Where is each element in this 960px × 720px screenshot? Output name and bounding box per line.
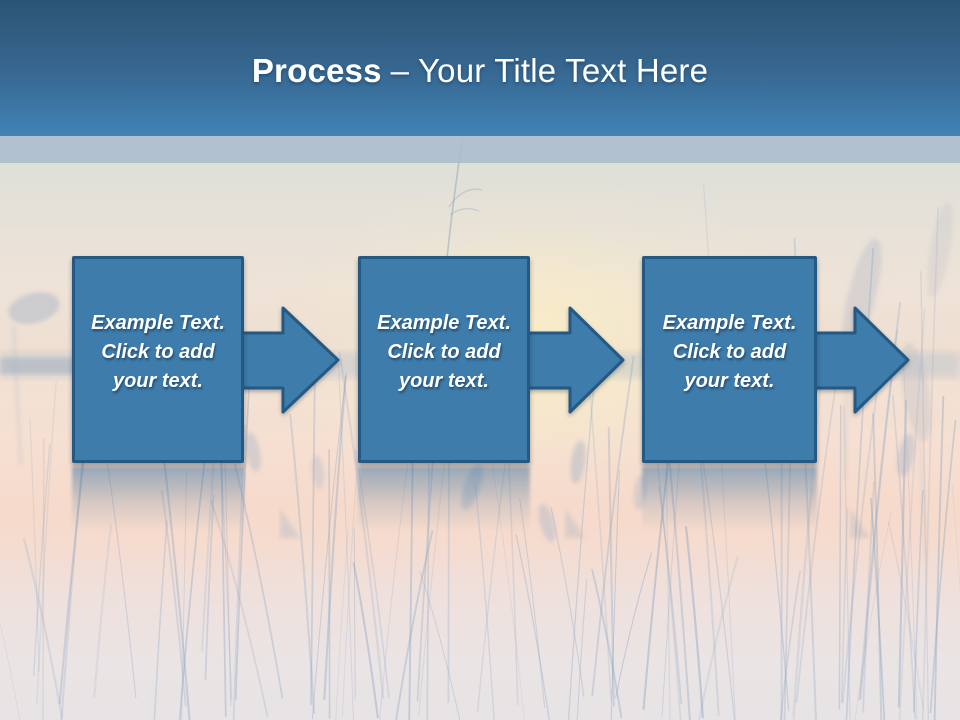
title-keyword: Process — [251, 52, 382, 89]
process-step-1-text: Example Text. Click to add your text. — [91, 312, 225, 392]
page-title: Process– Your Title Text Here — [0, 52, 960, 90]
divider-band — [0, 136, 960, 163]
title-rest: – Your Title Text Here — [390, 52, 709, 89]
process-step-2-text: Example Text. Click to add your text. — [377, 312, 511, 392]
process-step-3[interactable]: Example Text. Click to add your text. — [642, 256, 817, 463]
title-bar: Process– Your Title Text Here — [0, 0, 960, 136]
reed-plume-left — [8, 292, 60, 466]
process-step-3-text: Example Text. Click to add your text. — [662, 312, 797, 392]
process-step-2[interactable]: Example Text. Click to add your text. — [358, 256, 530, 463]
process-step-1[interactable]: Example Text. Click to add your text. — [72, 256, 244, 463]
